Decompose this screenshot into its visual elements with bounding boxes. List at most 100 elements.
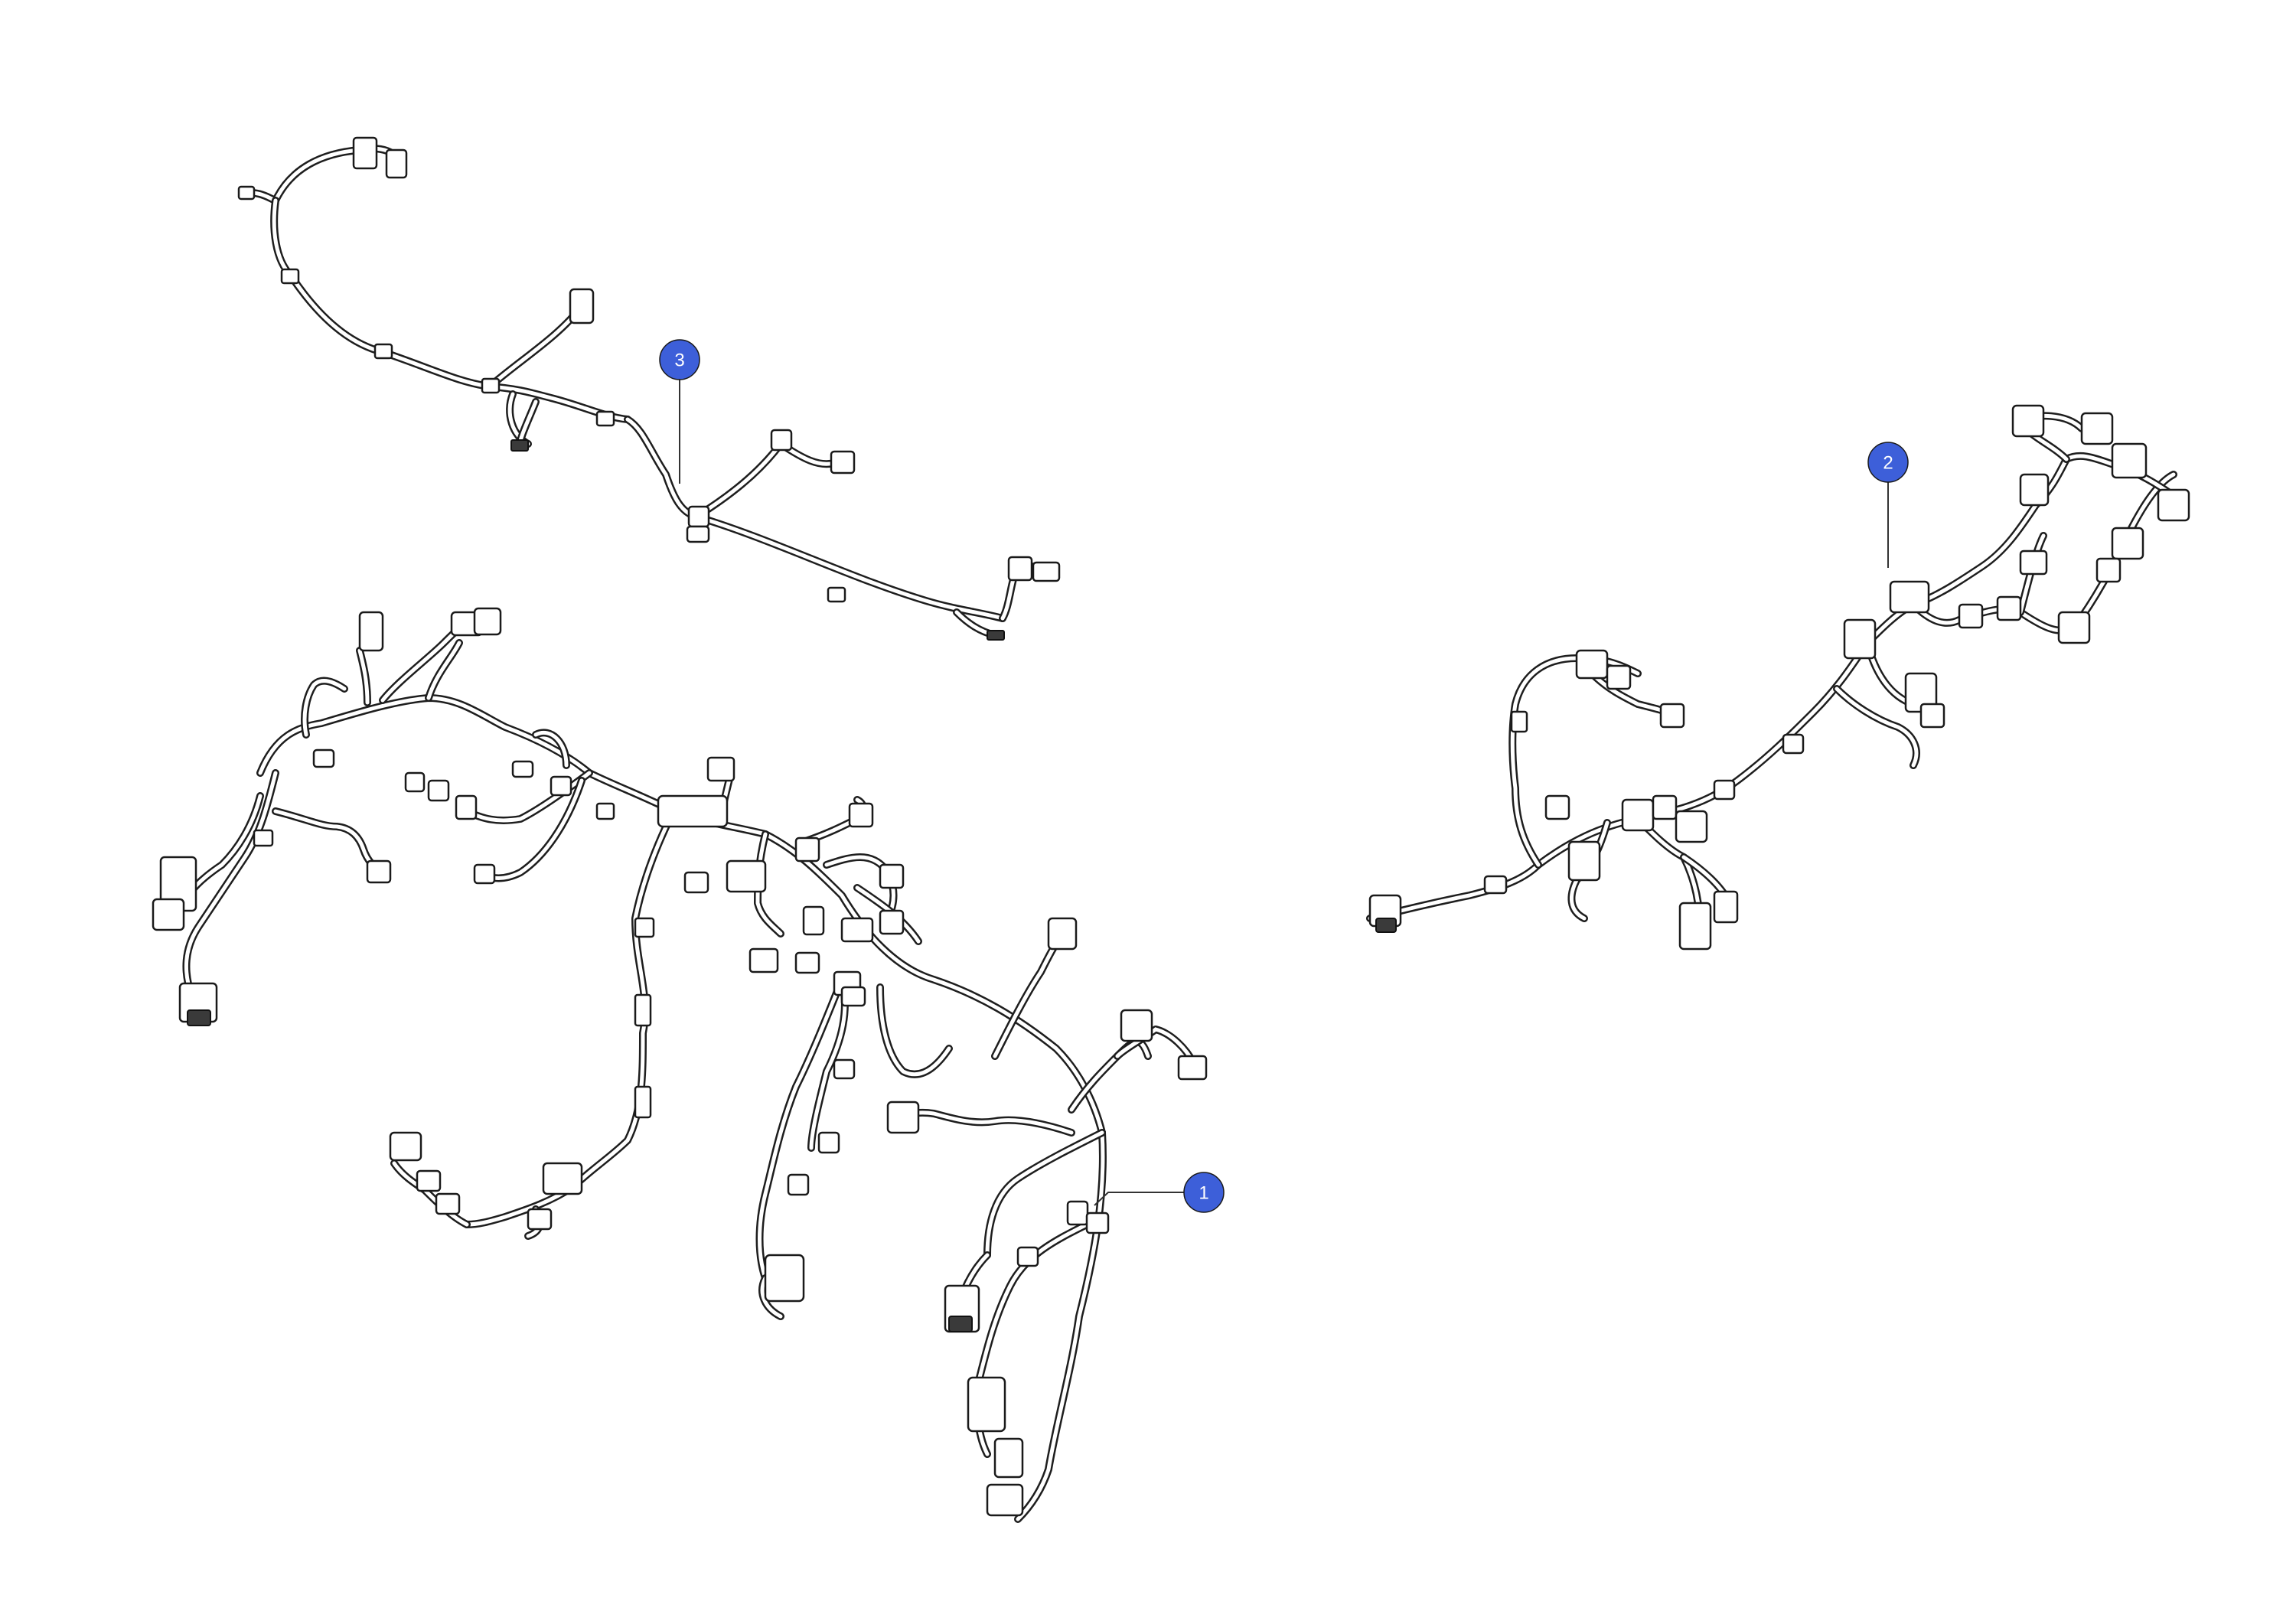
connector bbox=[2157, 488, 2190, 522]
connector bbox=[312, 748, 335, 768]
connector bbox=[237, 185, 256, 201]
connector bbox=[427, 779, 450, 802]
connector bbox=[1621, 798, 1655, 832]
connector bbox=[1375, 918, 1397, 933]
clip bbox=[827, 586, 846, 603]
connector bbox=[840, 917, 874, 943]
connector bbox=[550, 775, 572, 797]
clip bbox=[833, 1058, 856, 1080]
connector bbox=[385, 148, 408, 179]
clip bbox=[840, 986, 866, 1007]
connector bbox=[726, 859, 767, 893]
callout-marker bbox=[1183, 1172, 1225, 1213]
connector bbox=[404, 771, 426, 793]
connector bbox=[2095, 557, 2122, 583]
connector bbox=[967, 1376, 1006, 1433]
connector bbox=[352, 136, 378, 170]
connector bbox=[748, 947, 779, 973]
callout-number: 2 bbox=[1883, 453, 1893, 474]
clip bbox=[1483, 875, 1508, 895]
callout-number: 1 bbox=[1199, 1183, 1208, 1204]
connector bbox=[1606, 664, 1632, 690]
connector bbox=[542, 1162, 583, 1195]
connector bbox=[1047, 917, 1078, 951]
clip bbox=[634, 993, 652, 1027]
connector bbox=[455, 794, 478, 820]
connector bbox=[879, 909, 905, 935]
connector bbox=[2011, 404, 2045, 438]
harness-3-wires bbox=[240, 145, 1052, 639]
connector bbox=[511, 760, 534, 778]
fuse-box bbox=[657, 794, 729, 828]
connector bbox=[1889, 580, 1930, 614]
connector bbox=[358, 611, 384, 652]
clip bbox=[527, 1208, 553, 1231]
connector bbox=[569, 288, 595, 324]
harness-2-wires bbox=[1366, 412, 2185, 922]
wiring-harness-2 bbox=[1366, 404, 2190, 951]
callout-marker bbox=[1867, 442, 1909, 483]
callout-2[interactable]: 2 bbox=[1867, 442, 1909, 568]
connector bbox=[2080, 412, 2114, 445]
connector bbox=[1575, 649, 1609, 680]
connector bbox=[993, 1437, 1024, 1479]
callout-3[interactable]: 3 bbox=[659, 339, 700, 484]
connector bbox=[473, 863, 496, 885]
connector bbox=[389, 1131, 422, 1162]
connector bbox=[1016, 1246, 1039, 1267]
callout-1[interactable]: 1 bbox=[1094, 1172, 1225, 1213]
connector bbox=[152, 898, 185, 931]
connector bbox=[802, 905, 825, 936]
connector bbox=[1652, 794, 1678, 820]
clip bbox=[435, 1192, 461, 1215]
leader-line bbox=[1094, 1192, 1204, 1206]
connector bbox=[2111, 442, 2148, 479]
connector bbox=[187, 1009, 211, 1026]
connector bbox=[986, 1483, 1024, 1517]
connector bbox=[2019, 473, 2050, 507]
connector bbox=[683, 871, 709, 894]
clip bbox=[595, 410, 615, 427]
clip bbox=[481, 377, 501, 394]
connector bbox=[794, 836, 820, 863]
clip bbox=[595, 802, 615, 820]
clip bbox=[787, 1173, 810, 1196]
connector bbox=[1120, 1009, 1153, 1042]
harness-3-connectors bbox=[237, 136, 1061, 641]
connector bbox=[1177, 1055, 1208, 1081]
harness-1-connectors bbox=[152, 607, 1208, 1517]
connector bbox=[1567, 840, 1601, 882]
clip bbox=[416, 1169, 442, 1192]
clip bbox=[1996, 595, 2022, 621]
clip bbox=[686, 525, 710, 543]
connector bbox=[886, 1101, 920, 1134]
clip bbox=[253, 829, 274, 847]
connector bbox=[879, 863, 905, 889]
connector bbox=[1919, 703, 1945, 729]
connector bbox=[794, 951, 820, 974]
connector bbox=[1843, 618, 1877, 660]
clip bbox=[2019, 549, 2048, 576]
clip bbox=[1544, 794, 1570, 820]
connector bbox=[2057, 611, 2091, 644]
connector bbox=[987, 630, 1005, 641]
callout-number: 3 bbox=[674, 351, 684, 371]
connector bbox=[848, 802, 874, 828]
connector bbox=[366, 859, 392, 884]
connector bbox=[1675, 810, 1708, 843]
connector bbox=[1659, 703, 1685, 729]
clip bbox=[280, 268, 300, 285]
clip bbox=[1782, 733, 1805, 755]
connector bbox=[1678, 902, 1712, 951]
connector bbox=[1007, 556, 1033, 582]
wiring-harness-1 bbox=[152, 607, 1208, 1523]
clip bbox=[1958, 603, 1984, 629]
connector bbox=[1713, 890, 1739, 924]
clip bbox=[634, 1085, 652, 1119]
connector bbox=[706, 756, 735, 782]
connector bbox=[948, 1316, 973, 1332]
clip bbox=[1066, 1200, 1089, 1226]
wiring-harness-3 bbox=[237, 136, 1061, 641]
connector bbox=[817, 1131, 840, 1154]
